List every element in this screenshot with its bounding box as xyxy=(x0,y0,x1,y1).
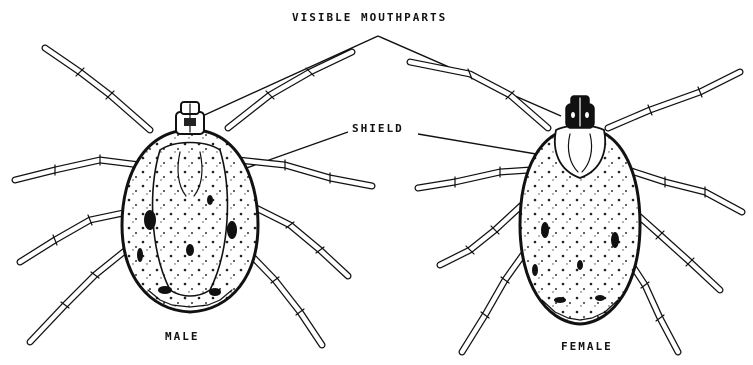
female-tick xyxy=(410,62,742,352)
male-mouthparts xyxy=(176,102,204,134)
mouthparts-label: VISIBLE MOUTHPARTS xyxy=(292,11,447,23)
male-body xyxy=(122,130,258,312)
male-tick xyxy=(15,48,372,345)
mouthparts-pointer-male xyxy=(198,36,378,118)
shield-pointer-female xyxy=(418,134,548,156)
female-label: FEMALE xyxy=(561,340,613,352)
female-mouthparts xyxy=(566,96,594,128)
shield-label: SHIELD xyxy=(352,122,404,134)
male-label: MALE xyxy=(165,330,200,342)
